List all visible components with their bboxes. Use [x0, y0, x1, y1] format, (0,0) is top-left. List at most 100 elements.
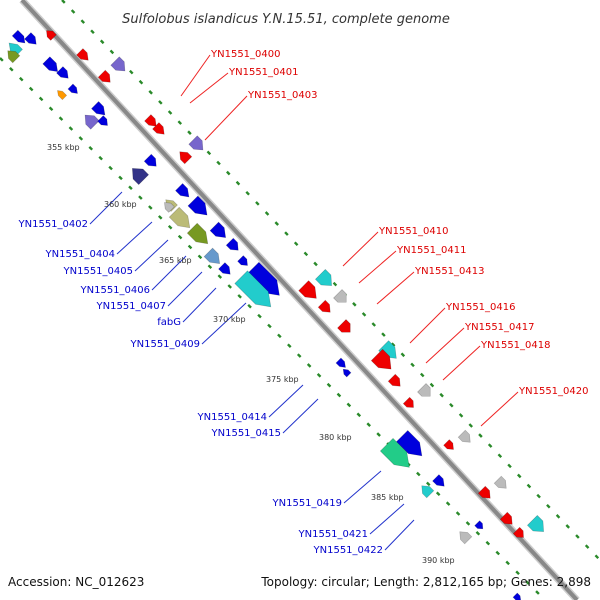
gene-arrow	[175, 183, 190, 198]
leader-line	[480, 391, 519, 427]
leader-line	[268, 384, 304, 418]
gene-label-yn1551-0421: YN1551_0421	[298, 529, 369, 540]
gene-arrow	[42, 56, 59, 73]
gene-arrow	[57, 90, 68, 101]
map-title: Sulfolobus islandicus Y.N.15.51, complet…	[122, 12, 450, 27]
gene-arrow	[335, 357, 346, 368]
gene-arrow	[387, 373, 401, 387]
topology-text: Topology: circular; Length: 2,812,165 bp…	[260, 575, 591, 589]
gene-arrow	[143, 153, 157, 167]
gene-label-yn1551-0414: YN1551_0414	[197, 412, 268, 423]
gene-arrow	[493, 475, 507, 489]
gene-arrow	[396, 430, 423, 457]
gene-label-yn1551-0405: YN1551_0405	[63, 266, 134, 277]
gene-label-fabg: fabG	[157, 317, 181, 328]
gene-arrow	[218, 262, 231, 275]
gc-dots-inner	[0, 57, 546, 600]
gene-label-yn1551-0422: YN1551_0422	[313, 545, 384, 556]
gene-label-yn1551-0402: YN1551_0402	[18, 219, 89, 230]
gene-label-yn1551-0406: YN1551_0406	[80, 285, 151, 296]
gene-arrow	[7, 50, 21, 64]
gene-label-yn1551-0415: YN1551_0415	[211, 428, 282, 439]
gene-arrow	[342, 368, 352, 378]
gene-arrow	[97, 69, 111, 83]
leader-line	[182, 287, 217, 323]
gene-arrow	[225, 237, 239, 251]
leader-line	[180, 54, 211, 97]
gene-label-yn1551-0413: YN1551_0413	[414, 266, 485, 277]
gene-arrow	[188, 135, 204, 151]
backbone	[19, 0, 580, 600]
gene-arrow	[84, 114, 100, 130]
leader-line	[189, 72, 229, 104]
gene-arrow	[203, 247, 221, 265]
leader-line	[369, 503, 405, 535]
gene-arrow	[370, 348, 392, 370]
gene-arrow	[317, 299, 331, 313]
gene-arrow	[237, 255, 248, 266]
gene-arrow	[187, 195, 208, 216]
gene-arrow	[474, 520, 484, 530]
gene-arrow	[417, 383, 431, 397]
leader-line	[425, 327, 465, 364]
gene-arrow	[179, 151, 193, 165]
gene-arrow	[234, 270, 272, 308]
gene-arrow	[209, 221, 227, 239]
gene-arrow	[97, 115, 108, 126]
gene-arrow	[168, 206, 191, 229]
leader-line	[442, 345, 481, 381]
tick-label: 380 kbp	[319, 433, 352, 442]
gene-arrow	[46, 30, 57, 41]
gene-arrow	[333, 289, 347, 303]
gene-arrow	[314, 268, 332, 286]
gc-dots-outer	[61, 0, 600, 561]
gene-arrow	[67, 83, 78, 94]
gene-label-yn1551-0404: YN1551_0404	[45, 249, 116, 260]
tick-label: 355 kbp	[47, 143, 80, 152]
gene-arrow	[132, 168, 150, 186]
leader-line	[134, 239, 169, 272]
gene-label-yn1551-0401: YN1551_0401	[228, 67, 299, 78]
gene-label-yn1551-0403: YN1551_0403	[247, 90, 318, 101]
gene-features	[7, 29, 544, 600]
tick-label: 365 kbp	[159, 256, 192, 265]
leader-line	[204, 95, 248, 141]
gene-arrow	[477, 485, 491, 499]
gene-arrow	[432, 474, 445, 487]
leader-line	[116, 221, 153, 255]
gene-arrow	[110, 56, 126, 72]
leader-line	[358, 250, 397, 284]
gene-label-yn1551-0416: YN1551_0416	[445, 302, 516, 313]
gene-arrow	[152, 122, 165, 135]
leader-line	[282, 398, 319, 434]
gene-arrow	[144, 114, 157, 127]
kbp-ticks: 355 kbp 360 kbp 365 kbp 370 kbp 375 kbp …	[47, 143, 455, 565]
gene-label-yn1551-0411: YN1551_0411	[396, 245, 467, 256]
leader-line	[343, 470, 382, 504]
tick-label: 370 kbp	[213, 315, 246, 324]
leader-line	[376, 271, 415, 305]
gene-arrow	[512, 592, 522, 600]
leader-line	[151, 255, 187, 291]
gene-arrow	[457, 429, 471, 443]
gene-arrow	[298, 280, 317, 299]
accession-text: Accession: NC_012623	[8, 575, 144, 589]
gene-label-yn1551-0417: YN1551_0417	[464, 322, 535, 333]
gene-arrow	[11, 29, 26, 44]
gene-label-yn1551-0407: YN1551_0407	[96, 301, 167, 312]
tick-label: 360 kbp	[104, 200, 137, 209]
gene-arrow	[56, 66, 69, 79]
gene-arrow	[526, 514, 544, 532]
leader-line	[201, 302, 247, 345]
gene-arrow	[421, 485, 435, 499]
gene-arrow	[402, 396, 414, 408]
gene-arrow	[379, 437, 410, 468]
gene-arrow	[499, 511, 513, 525]
leader-line	[342, 231, 379, 267]
gene-arrow	[164, 202, 175, 213]
gene-arrow	[186, 222, 209, 245]
tick-label: 385 kbp	[371, 493, 404, 502]
gene-label-yn1551-0419: YN1551_0419	[272, 498, 343, 509]
